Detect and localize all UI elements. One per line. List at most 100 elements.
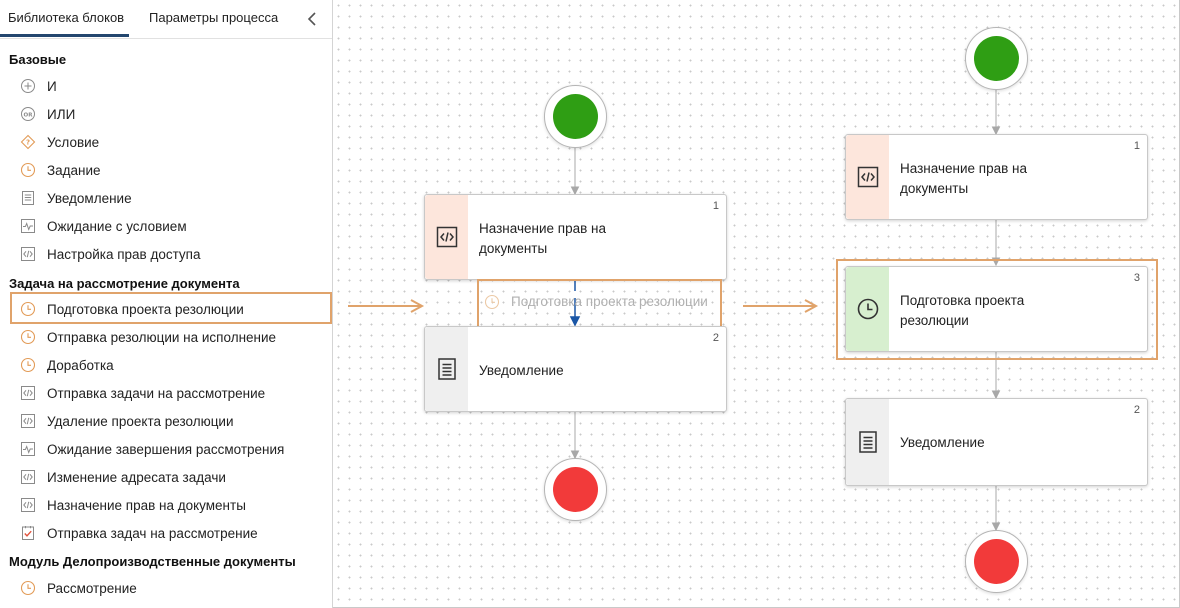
block-title: Назначение прав на документы: [900, 159, 1027, 199]
checklist-icon: [19, 524, 37, 542]
library-item-task[interactable]: Задание: [19, 159, 101, 181]
code-icon: [19, 412, 37, 430]
pulse-icon: [19, 440, 37, 458]
block-title-line: Назначение прав на: [479, 221, 606, 236]
svg-text:OR: OR: [24, 112, 34, 118]
clock-icon: [19, 300, 37, 318]
block-title: Подготовка проекта резолюции: [900, 291, 1024, 331]
chevron-left-icon[interactable]: [302, 9, 322, 29]
block-title-line: Назначение прав на: [900, 161, 1027, 176]
library-item-review[interactable]: Рассмотрение: [19, 577, 137, 599]
library-item-prepare-resolution[interactable]: Подготовка проекта резолюции: [19, 298, 244, 320]
end-event[interactable]: [965, 530, 1028, 593]
drop-indicator: [569, 280, 581, 327]
library-item-delete-resolution[interactable]: Удаление проекта резолюции: [19, 410, 234, 432]
document-icon: [846, 399, 889, 485]
highlight-frame: [10, 292, 332, 324]
arrow-right-icon: [348, 299, 425, 313]
sidebar-tabs: Библиотека блоков Параметры процесса: [0, 0, 332, 39]
svg-text:?: ?: [26, 139, 30, 147]
drag-ghost-label: Подготовка проекта резолюции: [511, 294, 708, 309]
start-dot: [974, 36, 1019, 81]
block-number: 3: [1133, 272, 1140, 284]
library-item-label: Отправка задачи на рассмотрение: [47, 385, 266, 401]
block-title: Уведомление: [900, 435, 985, 450]
block-title: Уведомление: [479, 363, 564, 378]
clock-icon: [19, 328, 37, 346]
process-block-notification[interactable]: Уведомление 2: [424, 326, 727, 412]
process-block-notification[interactable]: Уведомление 2: [845, 398, 1148, 486]
block-number: 2: [1133, 404, 1140, 416]
library-item-label: Уведомление: [47, 190, 132, 206]
process-block-assign-rights[interactable]: Назначение прав на документы 1: [424, 194, 727, 280]
library-item-condition[interactable]: ? Условие: [19, 131, 99, 153]
end-dot: [974, 539, 1019, 584]
library-item-wait-condition[interactable]: Ожидание с условием: [19, 215, 187, 237]
library-item-rework[interactable]: Доработка: [19, 354, 114, 376]
active-tab-indicator: [0, 34, 129, 37]
block-number: 1: [712, 200, 719, 212]
block-number: 2: [712, 332, 719, 344]
block-title-line: документы: [479, 241, 548, 256]
block-title-line: Подготовка проекта: [900, 293, 1025, 308]
and-circle-icon: [19, 77, 37, 95]
clock-icon: [19, 356, 37, 374]
start-dot: [553, 94, 598, 139]
document-icon: [19, 189, 37, 207]
block-title-line: резолюции: [900, 313, 969, 328]
library-item-label: И: [47, 78, 57, 94]
code-icon: [19, 384, 37, 402]
block-library-panel: Библиотека блоков Параметры процесса Баз…: [0, 0, 333, 608]
library-item-send-resolution[interactable]: Отправка резолюции на исполнение: [19, 326, 276, 348]
clock-icon: [846, 267, 889, 351]
tab-process-parameters[interactable]: Параметры процесса: [149, 10, 279, 25]
library-item-assign-rights[interactable]: Назначение прав на документы: [19, 494, 246, 516]
library-item-label: Доработка: [47, 357, 114, 373]
code-icon: [19, 468, 37, 486]
library-item-notification[interactable]: Уведомление: [19, 187, 132, 209]
clock-icon: [484, 294, 500, 310]
process-block-assign-rights[interactable]: Назначение прав на документы 1: [845, 134, 1148, 220]
condition-diamond-icon: ?: [19, 133, 37, 151]
code-icon: [846, 135, 889, 219]
or-circle-icon: OR: [19, 105, 37, 123]
code-icon: [19, 245, 37, 263]
library-item-send-task[interactable]: Отправка задачи на рассмотрение: [19, 382, 265, 404]
group-title-document-review: Задача на рассмотрение документа: [9, 276, 240, 291]
library-item-label: Условие: [47, 134, 100, 150]
library-item-label: Рассмотрение: [47, 580, 137, 596]
library-item-access-rights[interactable]: Настройка прав доступа: [19, 243, 201, 265]
block-title-line: документы: [900, 181, 969, 196]
library-item-send-tasks[interactable]: Отправка задач на рассмотрение: [19, 522, 258, 544]
library-item-and[interactable]: И: [19, 75, 57, 97]
library-item-label: Ожидание завершения рассмотрения: [47, 441, 285, 457]
block-title: Назначение прав на документы: [479, 219, 606, 259]
process-block-prepare-resolution[interactable]: Подготовка проекта резолюции 3: [845, 266, 1148, 352]
arrow-right-icon: [743, 299, 819, 313]
end-dot: [553, 467, 598, 512]
library-item-label: Удаление проекта резолюции: [47, 413, 234, 429]
group-title-records-module: Модуль Делопроизводственные документы: [9, 554, 296, 569]
start-event[interactable]: [965, 27, 1028, 90]
library-item-or[interactable]: OR ИЛИ: [19, 103, 75, 125]
group-title-basic: Базовые: [9, 52, 67, 67]
library-item-change-addressee[interactable]: Изменение адресата задачи: [19, 466, 226, 488]
clock-icon: [19, 579, 37, 597]
end-event[interactable]: [544, 458, 607, 521]
library-item-label: Настройка прав доступа: [47, 246, 201, 262]
block-number: 1: [1133, 140, 1140, 152]
library-item-label: Ожидание с условием: [47, 218, 187, 234]
library-item-label: Изменение адресата задачи: [47, 469, 226, 485]
library-item-label: Отправка резолюции на исполнение: [47, 329, 277, 345]
library-item-wait-review[interactable]: Ожидание завершения рассмотрения: [19, 438, 284, 460]
clock-icon: [19, 161, 37, 179]
library-item-label: Задание: [47, 162, 101, 178]
tab-block-library[interactable]: Библиотека блоков: [8, 10, 125, 25]
pulse-icon: [19, 217, 37, 235]
library-item-label: ИЛИ: [47, 106, 76, 122]
library-item-label: Назначение прав на документы: [47, 497, 246, 513]
code-icon: [425, 195, 468, 279]
code-icon: [19, 496, 37, 514]
start-event[interactable]: [544, 85, 607, 148]
